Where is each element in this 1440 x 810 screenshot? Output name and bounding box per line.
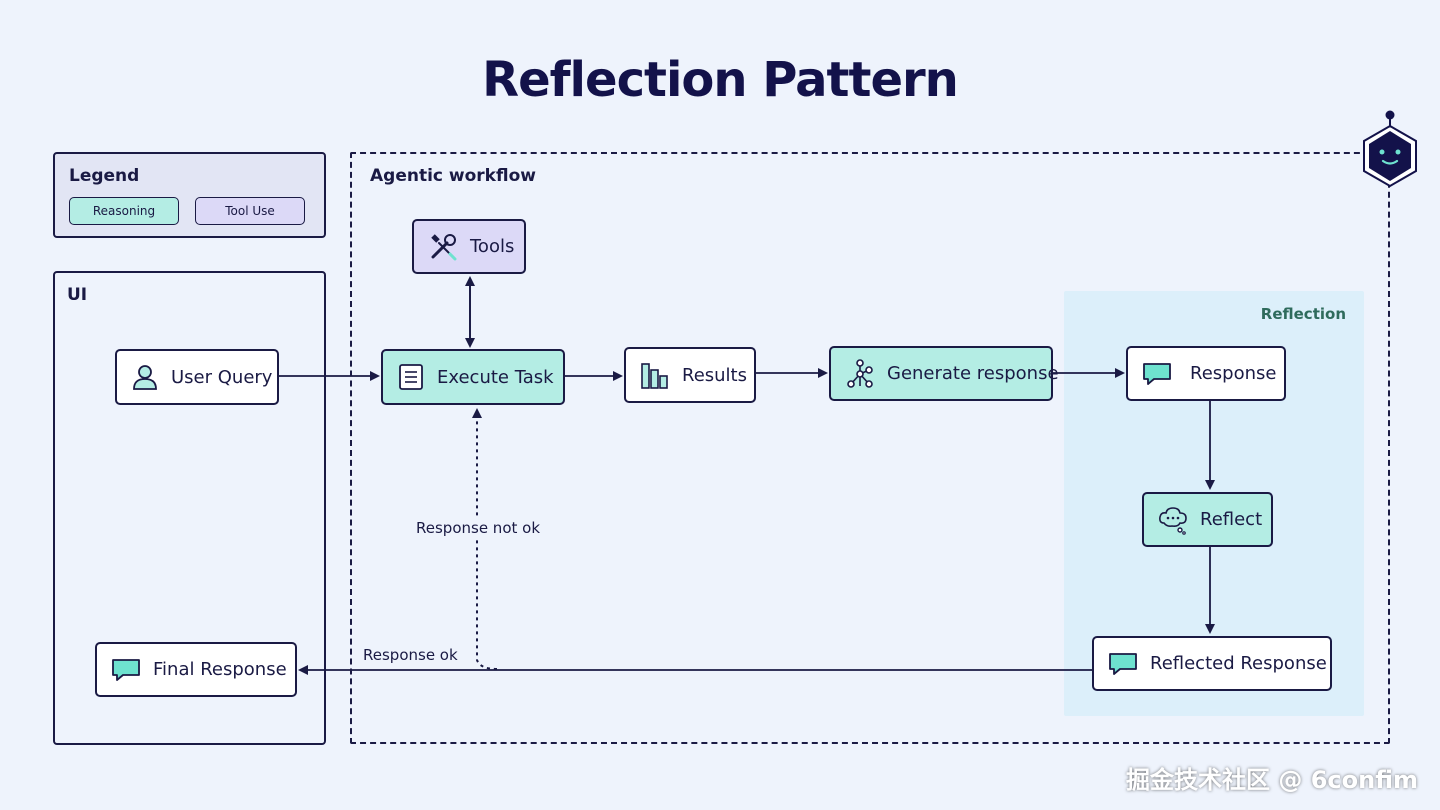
- node-label: Reflect: [1200, 509, 1263, 530]
- node-tools: Tools: [412, 219, 526, 274]
- thought-bubble-icon: [1159, 506, 1187, 535]
- legend-reasoning-chip: Reasoning: [69, 197, 179, 225]
- robot-logo-icon: [1360, 108, 1420, 196]
- agentic-workflow-frame: Agentic workflow: [350, 152, 1390, 744]
- node-label: Tools: [470, 236, 515, 257]
- node-execute-task: Execute Task: [381, 349, 565, 405]
- bar-chart-icon: [641, 363, 668, 389]
- node-reflected-response: Reflected Response: [1092, 636, 1332, 691]
- chat-bubble-icon: [1109, 652, 1137, 675]
- workflow-heading: Agentic workflow: [370, 166, 536, 186]
- node-user-query: User Query: [115, 349, 279, 405]
- node-results: Results: [624, 347, 756, 403]
- wrench-screwdriver-icon: [431, 233, 457, 260]
- legend-heading: Legend: [69, 166, 140, 186]
- node-response: Response: [1126, 346, 1286, 401]
- edge-label-response-not-ok: Response not ok: [412, 517, 545, 539]
- node-label: User Query: [171, 366, 273, 388]
- node-label: Reflected Response: [1150, 653, 1327, 674]
- reflection-heading: Reflection: [1260, 305, 1346, 323]
- legend-tool-use-chip: Tool Use: [195, 197, 305, 225]
- node-reflect: Reflect: [1142, 492, 1273, 547]
- node-label: Execute Task: [437, 366, 554, 388]
- node-label: Response: [1190, 363, 1277, 384]
- edge-label-response-ok: Response ok: [359, 644, 462, 666]
- network-graph-icon: [847, 358, 873, 388]
- user-icon: [133, 365, 157, 390]
- document-list-icon: [399, 364, 423, 390]
- node-generate-response: Generate response: [829, 346, 1059, 401]
- node-label: Generate response: [887, 363, 1059, 384]
- watermark: 掘金技术社区 @ 6confim: [1125, 766, 1418, 794]
- ui-panel-heading: UI: [67, 285, 88, 305]
- chat-bubble-icon: [1143, 362, 1171, 385]
- node-final-response: Final Response: [95, 642, 297, 697]
- legend-panel: Legend Reasoning Tool Use: [53, 152, 326, 238]
- chat-bubble-icon: [112, 658, 140, 681]
- page-title: Reflection Pattern: [482, 52, 959, 108]
- node-label: Results: [682, 364, 747, 386]
- node-label: Final Response: [153, 659, 287, 680]
